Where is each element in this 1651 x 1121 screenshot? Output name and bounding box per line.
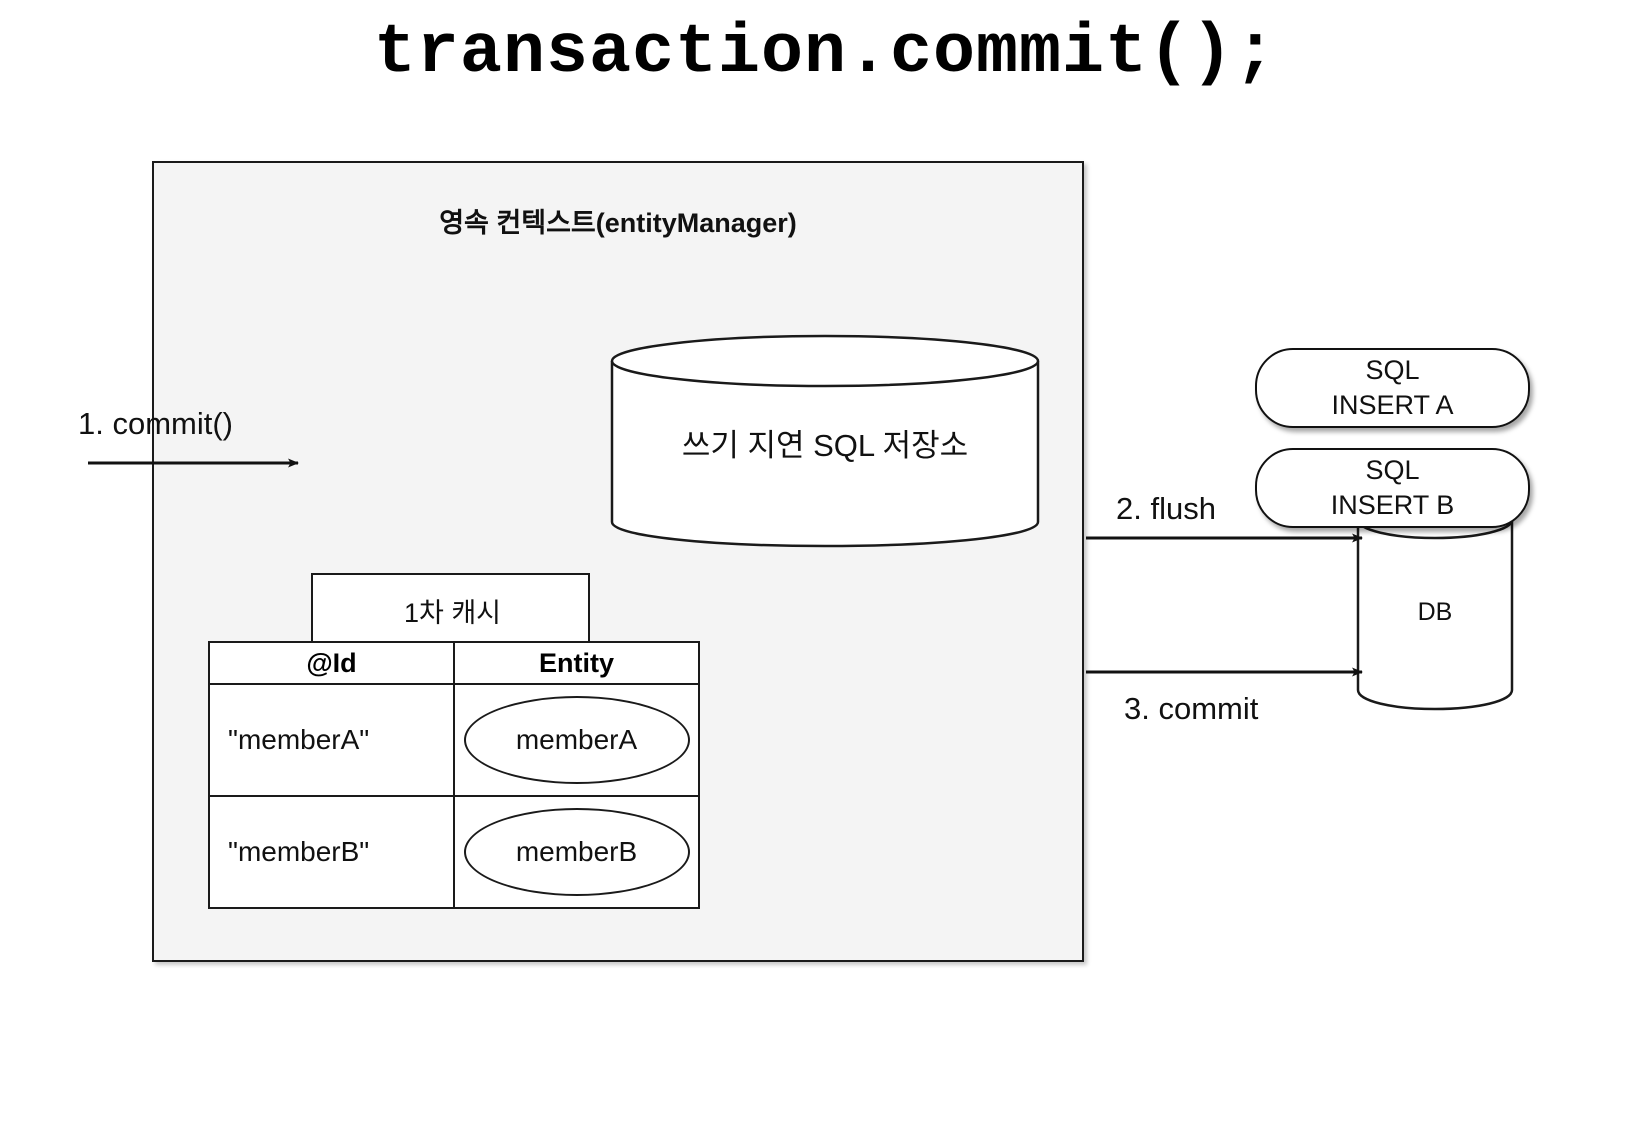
first-level-cache-table: @Id Entity "memberA" memberA "memberB" m… [208, 641, 700, 909]
column-header-entity: Entity [453, 641, 700, 685]
flow-label-commit-db: 3. commit [1124, 691, 1259, 726]
cache-row-id: "memberB" [208, 795, 455, 909]
column-header-id: @Id [208, 641, 455, 685]
cylinder-icon [610, 334, 1040, 548]
table-row: "memberB" memberB [208, 795, 700, 909]
flow-label-commit: 1. commit() [78, 406, 233, 441]
cache-row-entity-cell: memberB [453, 795, 700, 909]
database-cylinder: DB [1356, 500, 1514, 712]
entity-oval: memberA [463, 696, 690, 784]
entity-oval: memberB [463, 808, 690, 896]
cache-row-id: "memberA" [208, 683, 455, 797]
sql-insert-a-box: SQL INSERT A [1255, 348, 1530, 428]
flow-label-flush: 2. flush [1116, 491, 1216, 526]
persistence-context-title: 영속 컨텍스트(entityManager) [439, 208, 797, 238]
first-level-cache-tab-label: 1차 캐시 [403, 598, 502, 628]
first-level-cache-tab: 1차 캐시 [311, 573, 590, 643]
database-label: DB [1417, 598, 1453, 626]
write-behind-sql-store: 쓰기 지연 SQL 저장소 [610, 334, 1040, 549]
cache-row-entity-cell: memberA [453, 683, 700, 797]
write-behind-sql-store-label: 쓰기 지연 SQL 저장소 [681, 428, 969, 463]
sql-insert-b-box: SQL INSERT B [1255, 448, 1530, 528]
page-title: transaction.commit(); [373, 14, 1278, 93]
table-row: "memberA" memberA [208, 683, 700, 797]
table-header-row: @Id Entity [208, 641, 700, 685]
